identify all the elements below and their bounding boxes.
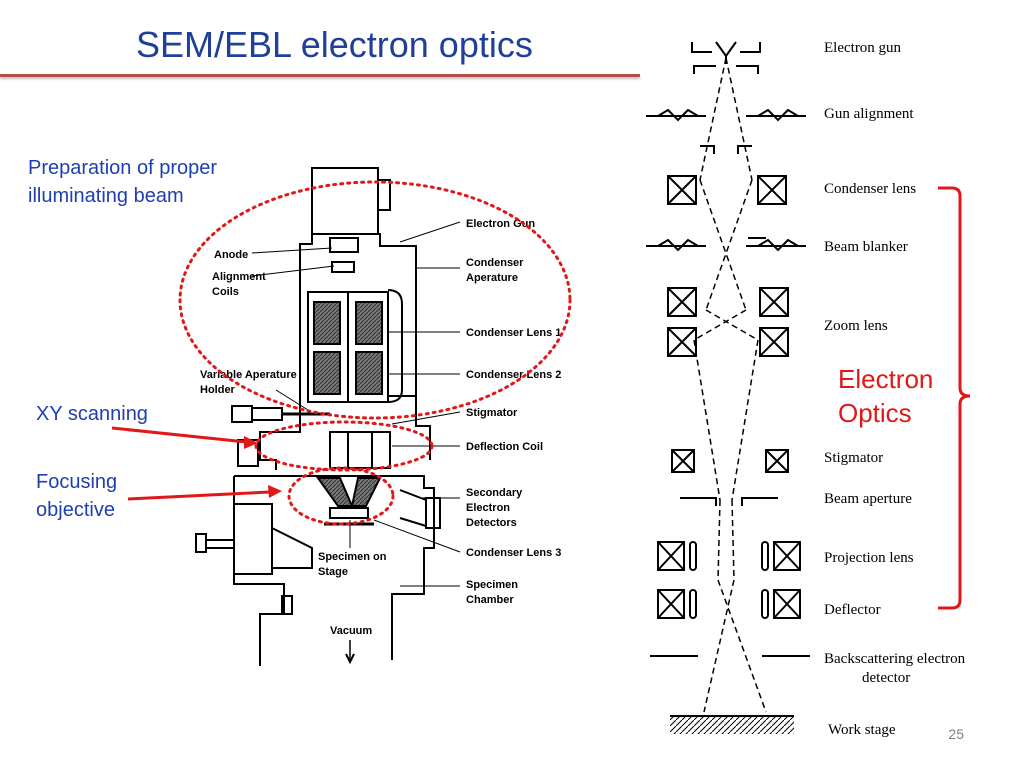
label-secondary-2: Electron: [466, 502, 510, 514]
xy-scanning-arrow: [111, 426, 247, 444]
title-divider: [0, 74, 640, 77]
electron-gun-housing: [311, 167, 379, 235]
zoom-lens-lower-right: [759, 327, 789, 357]
condenser-lens-1-left: [313, 301, 341, 345]
label-condenser-lens-2: Condenser Lens 2: [466, 369, 561, 381]
label-deflection-coil: Deflection Coil: [466, 441, 543, 453]
label-variable-aperature-2: Holder: [200, 384, 236, 396]
sem-column-diagram: Electron Gun Anode Alignment Coils Conde…: [111, 167, 572, 666]
beam-aperture-symbol: [680, 497, 778, 506]
sem-leader-lines: [251, 221, 461, 587]
label-stigmator: Stigmator: [466, 407, 518, 419]
label-alignment-1: Alignment: [212, 271, 266, 283]
condenser-lens-left: [667, 175, 697, 205]
label-secondary-1: Secondary: [466, 487, 523, 499]
projection-lens-right: [773, 541, 801, 571]
sem-labels: Electron Gun Anode Alignment Coils Conde…: [200, 218, 561, 637]
label-condenser-lens-3: Condenser Lens 3: [466, 547, 561, 559]
condenser-lens-2-right: [355, 351, 383, 395]
electron-optics-line-1: Electron: [838, 364, 934, 394]
focusing-line-2: objective: [36, 499, 115, 521]
zoom-lens-upper-right: [759, 287, 789, 317]
beam-column-diagram: Electron gun Gun alignment Condenser len…: [646, 40, 971, 738]
label-condenser-aperature-1: Condenser: [466, 257, 524, 269]
zoom-lens-upper-left: [667, 287, 697, 317]
stigmator-left: [671, 449, 695, 473]
beam-components: [646, 41, 810, 657]
label-work-stage: Work stage: [828, 722, 896, 738]
focusing-arrow: [127, 490, 271, 501]
xy-scanning-annotation: XY scanning: [36, 403, 148, 425]
zoom-lens-lower-left: [667, 327, 697, 357]
sem-column-body: [195, 167, 441, 666]
label-variable-aperature-1: Variable Aperature: [200, 369, 297, 381]
preparation-line-1: Preparation of proper: [28, 157, 218, 179]
gun-alignment-symbol: [646, 108, 806, 122]
beam-column-labels: Electron gun Gun alignment Condenser len…: [824, 40, 966, 738]
preparation-line-2: illuminating beam: [28, 185, 184, 207]
label-backscattering-2: detector: [862, 670, 910, 686]
condenser-lens-1-right: [355, 301, 383, 345]
slide-number: 25: [948, 726, 964, 742]
annotation-arrows: [111, 426, 282, 501]
label-vacuum: Vacuum: [330, 625, 372, 637]
label-deflector: Deflector: [824, 602, 881, 618]
stigmator-right: [765, 449, 789, 473]
deflector-right: [773, 589, 801, 619]
label-specimen-chamber-2: Chamber: [466, 594, 514, 606]
label-anode: Anode: [214, 249, 248, 261]
label-beam-blanker: Beam blanker: [824, 239, 908, 255]
label-stigmator-column: Stigmator: [824, 450, 883, 466]
label-beam-aperture: Beam aperture: [824, 491, 912, 507]
deflection-coil-block: [329, 431, 391, 469]
objective-lens-right: [350, 477, 382, 507]
projection-lens-left: [657, 541, 685, 571]
highlight-ellipses: [178, 180, 572, 526]
beam-path: [693, 57, 767, 713]
label-specimen-stage-2: Stage: [318, 566, 348, 578]
label-condenser-aperature-2: Aperature: [466, 272, 518, 284]
label-specimen-chamber-1: Specimen: [466, 579, 518, 591]
label-condenser-lens-1: Condenser Lens 1: [466, 327, 561, 339]
electron-optics-line-2: Optics: [838, 398, 912, 428]
preparation-annotation: Preparation of proper illuminating beam: [28, 154, 217, 210]
label-backscattering-1: Backscattering electron: [824, 651, 966, 667]
label-projection-lens: Projection lens: [824, 550, 914, 566]
objective-lens-left: [316, 477, 354, 507]
scanning-highlight: [254, 420, 434, 472]
label-electron-gun-column: Electron gun: [824, 40, 902, 56]
label-secondary-3: Detectors: [466, 517, 517, 529]
slide-title: SEM/EBL electron optics: [136, 24, 533, 65]
deflector-left: [657, 589, 685, 619]
label-alignment-2: Coils: [212, 286, 239, 298]
condenser-lens-right: [757, 175, 787, 205]
label-zoom-lens: Zoom lens: [824, 318, 888, 334]
electron-optics-bracket: [938, 186, 971, 610]
beam-blanker-symbol: [646, 238, 806, 252]
focusing-line-1: Focusing: [36, 471, 118, 493]
electron-gun-symbol: [691, 41, 761, 64]
condenser-lens-2-left: [313, 351, 341, 395]
focusing-annotation: Focusing objective: [36, 468, 117, 524]
anode-electrode: [329, 237, 359, 253]
specimen-holder: [329, 507, 369, 519]
focusing-highlight: [287, 466, 395, 526]
label-condenser-lens-column: Condenser lens: [824, 181, 916, 197]
illumination-highlight: [178, 180, 572, 420]
work-stage-surface: [670, 716, 794, 734]
label-specimen-stage-1: Specimen on: [318, 551, 387, 563]
electron-optics-label: Electron Optics: [838, 362, 933, 430]
label-gun-alignment: Gun alignment: [824, 106, 914, 122]
